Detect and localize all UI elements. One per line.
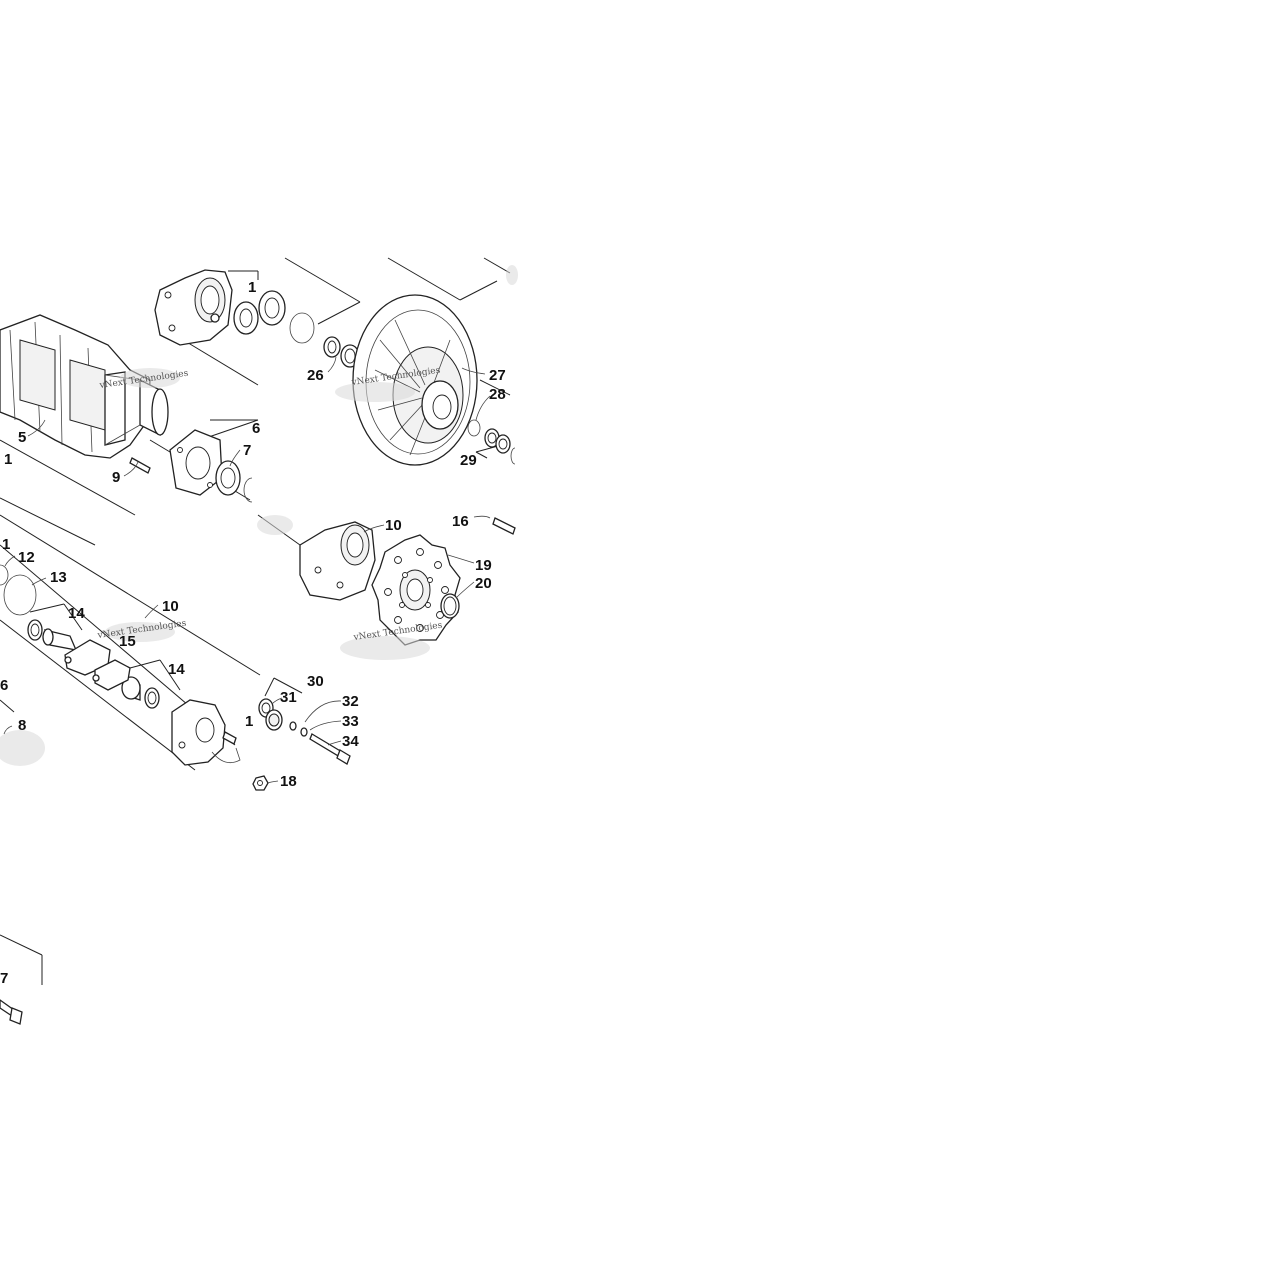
callout-label: 18 — [280, 773, 297, 790]
callout-label: 16 — [452, 513, 469, 530]
lower-caliper-housing — [171, 699, 241, 766]
callout-label: 29 — [460, 452, 477, 469]
callout-label: 31 — [280, 689, 297, 706]
callout-label: 34 — [342, 733, 359, 750]
retaining-ring — [440, 593, 460, 619]
pulley-rings — [467, 419, 516, 465]
callout-label: 12 — [18, 549, 35, 566]
callout-label: 20 — [475, 575, 492, 592]
callout-label: 1 — [245, 713, 253, 730]
callout-label: 15 — [119, 633, 136, 650]
callout-label: 9 — [112, 469, 120, 486]
callout-label: 14 — [168, 661, 185, 678]
bolt-hardware-stack — [258, 698, 351, 765]
brake-pads — [64, 639, 131, 691]
callout-label: 8 — [18, 717, 26, 734]
right-bearing-housing — [299, 521, 376, 601]
callout-label: 7 — [243, 442, 251, 459]
upper-bearing-housing — [154, 269, 233, 346]
callout-label: 14 — [68, 605, 85, 622]
callout-label: 7 — [0, 970, 8, 987]
callout-labels: 1 5 1 9 7 6 26 27 28 29 10 16 19 20 1 12… — [0, 279, 506, 987]
callout-label: 19 — [475, 557, 492, 574]
callout-label: 1 — [4, 451, 12, 468]
callout-label: 10 — [385, 517, 402, 534]
callout-label: 28 — [489, 386, 506, 403]
pin-part — [492, 517, 516, 535]
callout-label: 1 — [248, 279, 256, 296]
shading-texture — [0, 265, 518, 766]
callout-label: 6 — [0, 677, 8, 694]
callout-label: 27 — [489, 367, 506, 384]
upper-bearings-seals — [233, 290, 360, 368]
lock-nut — [252, 775, 269, 791]
callout-leaders — [3, 356, 491, 784]
callout-label: 33 — [342, 713, 359, 730]
middle-flange-gasket — [129, 429, 253, 503]
toothed-sprocket — [371, 534, 461, 646]
left-rings-bushings — [0, 564, 160, 709]
callout-label: 6 — [252, 420, 260, 437]
callout-label: 13 — [50, 569, 67, 586]
callout-label: 30 — [307, 673, 324, 690]
callout-label: 10 — [162, 598, 179, 615]
drive-pulley-wheel — [352, 294, 478, 466]
long-bolt — [0, 999, 23, 1025]
callout-label: 32 — [342, 693, 359, 710]
callout-label: 5 — [18, 429, 26, 446]
drive-shaft-assembly — [0, 314, 169, 459]
callout-label: 1 — [2, 536, 10, 553]
callout-label: 26 — [307, 367, 324, 384]
